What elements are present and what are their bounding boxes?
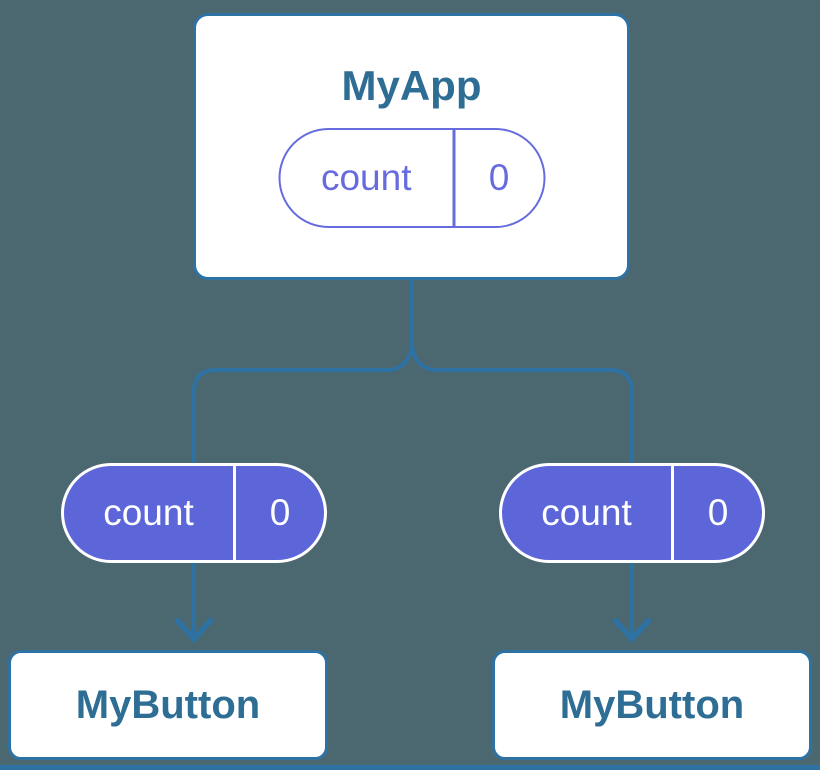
- state-pill-left-child: count 0: [61, 463, 327, 563]
- state-name-label: count: [320, 157, 412, 198]
- pill-divider: [233, 466, 236, 560]
- component-box-mybutton-right: MyButton: [492, 650, 812, 760]
- component-title-myapp: MyApp: [341, 62, 482, 109]
- left-branch-line: [192, 341, 414, 634]
- state-name-label: count: [541, 492, 632, 533]
- state-name-label: count: [103, 492, 194, 533]
- state-pill-root: count 0: [278, 128, 545, 228]
- component-title-mybutton: MyButton: [75, 682, 261, 727]
- state-value-label: 0: [269, 492, 291, 533]
- bottom-edge-bar: [0, 765, 820, 770]
- right-arrowhead-icon: [611, 617, 653, 644]
- state-pill-right-child: count 0: [499, 463, 765, 563]
- component-title-mybutton: MyButton: [559, 682, 745, 727]
- pill-divider: [452, 130, 455, 226]
- right-branch-line: [410, 341, 634, 634]
- state-value-label: 0: [707, 492, 729, 533]
- left-arrowhead-icon: [173, 617, 215, 644]
- component-box-mybutton-left: MyButton: [8, 650, 328, 760]
- component-box-myapp: MyApp count 0: [193, 13, 630, 280]
- pill-divider: [671, 466, 674, 560]
- state-value-label: 0: [488, 157, 510, 198]
